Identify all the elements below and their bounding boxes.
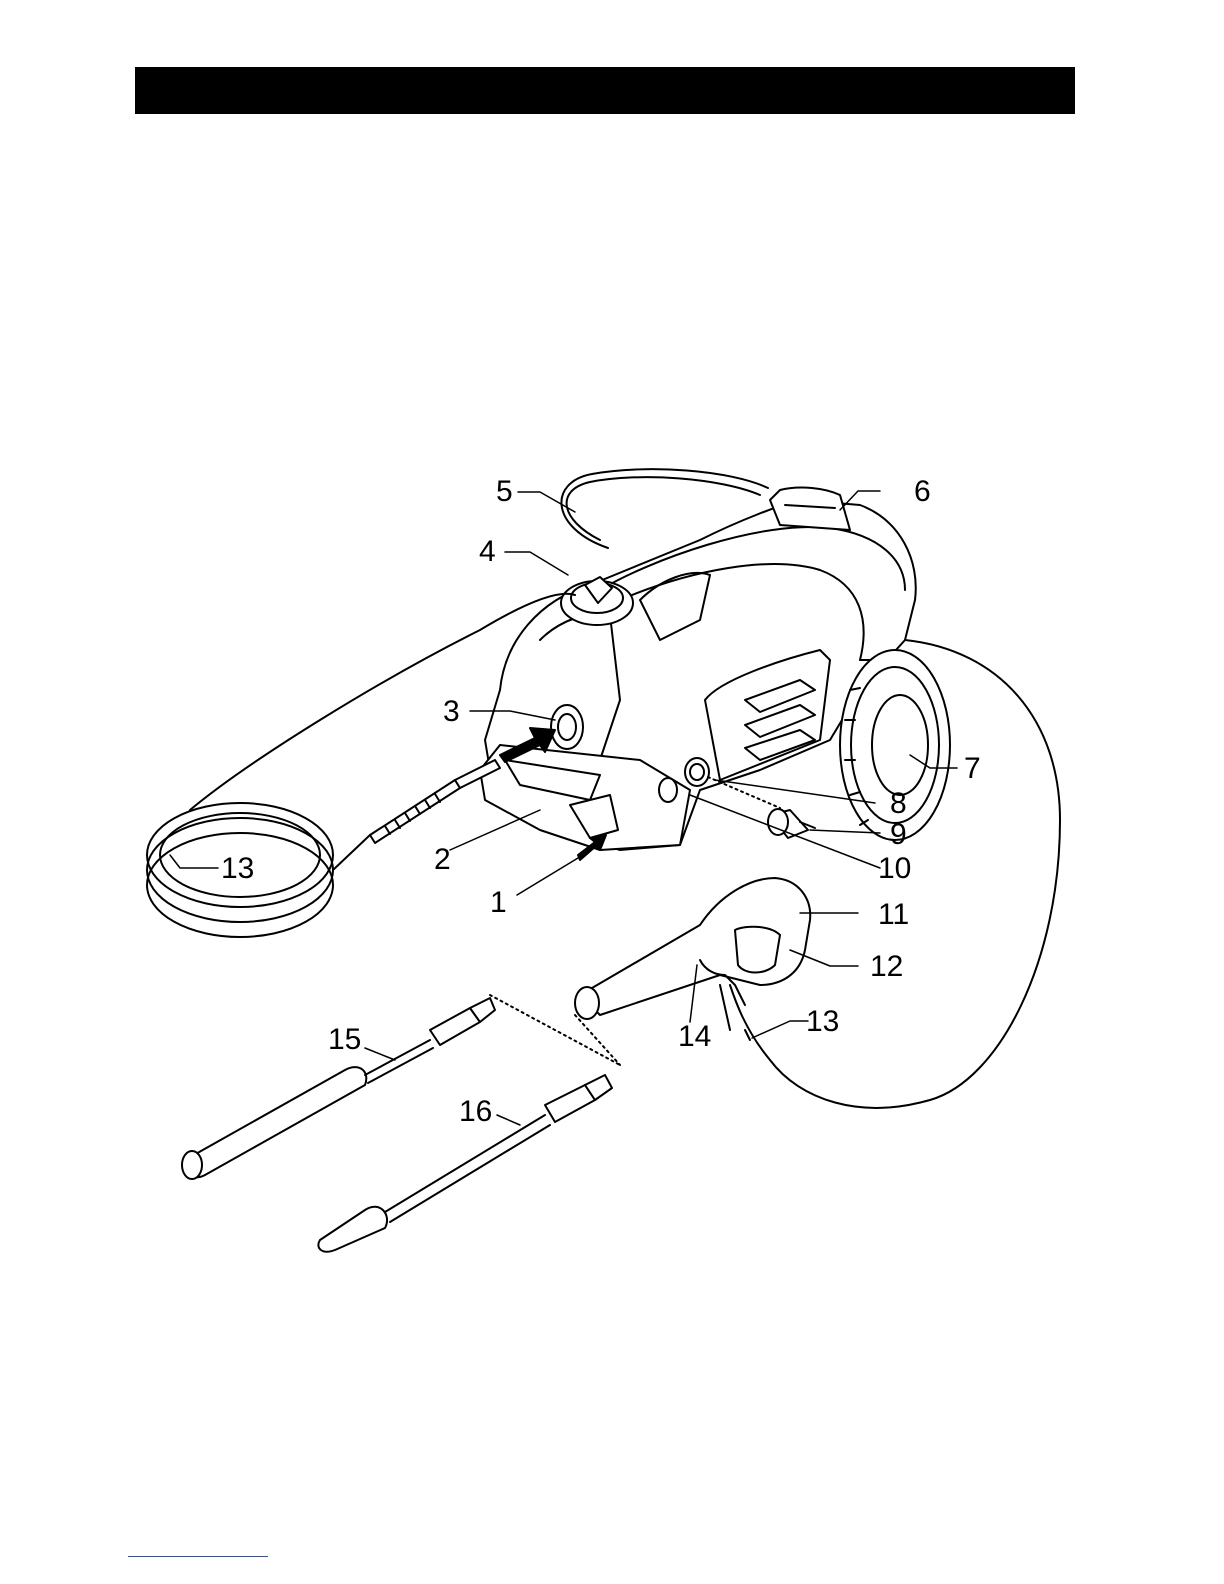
callout-2: 2 xyxy=(434,845,451,875)
callout-8: 8 xyxy=(890,789,907,819)
callout-15: 15 xyxy=(328,1025,361,1055)
callout-11: 11 xyxy=(878,900,909,930)
callout-4: 4 xyxy=(479,537,496,567)
callout-5: 5 xyxy=(496,477,513,507)
callout-9: 9 xyxy=(890,820,907,850)
callout-1: 1 xyxy=(490,888,507,918)
callout-3: 3 xyxy=(443,697,460,727)
callout-7: 7 xyxy=(964,754,981,784)
callout-13-right: 13 xyxy=(806,1007,839,1037)
spray-gun xyxy=(575,878,810,1040)
callout-6: 6 xyxy=(914,477,931,507)
callout-12: 12 xyxy=(870,952,903,982)
callout-13-left: 13 xyxy=(221,854,254,884)
footer-rule xyxy=(128,1556,268,1557)
callout-14: 14 xyxy=(678,1022,711,1052)
callout-16: 16 xyxy=(459,1097,492,1127)
callout-10: 10 xyxy=(878,854,911,884)
